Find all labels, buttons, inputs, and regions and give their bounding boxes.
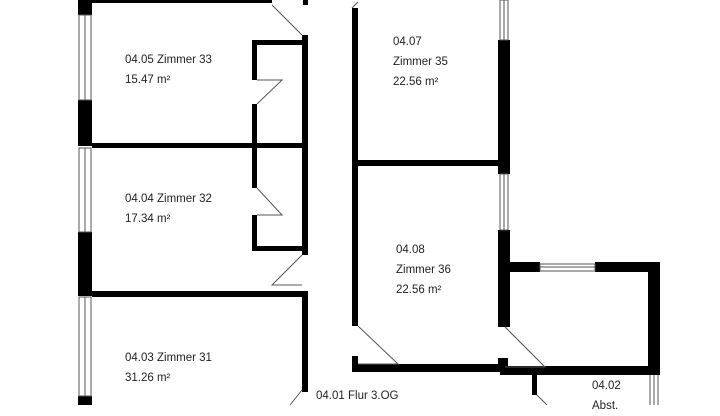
room-id: 04.01: [316, 390, 345, 402]
room-id: 04.03: [125, 352, 154, 364]
room-label-04-03: 04.03 Zimmer 31 31.26 m²: [125, 348, 212, 388]
room-area: 22.56 m²: [393, 76, 439, 88]
room-id: 04.07: [393, 36, 422, 48]
room-id: 04.05: [125, 54, 154, 66]
room-name: Zimmer 33: [156, 54, 212, 66]
room-label-04-08: 04.08 Zimmer 36 22.56 m²: [396, 240, 451, 300]
windows-and-doors: [78, 0, 659, 405]
room-name: Zimmer 35: [393, 56, 448, 68]
room-id: 04.04: [125, 193, 154, 205]
room-name: Zimmer 36: [396, 264, 451, 276]
room-area: 17.34 m²: [125, 213, 171, 225]
room-label-04-02: 04.02 Abst.: [592, 376, 621, 416]
room-label-04-04: 04.04 Zimmer 32 17.34 m²: [125, 189, 212, 229]
room-label-04-01: 04.01 Flur 3.OG: [316, 386, 398, 406]
room-label-04-05: 04.05 Zimmer 33 15.47 m²: [125, 50, 212, 90]
walls: [78, 0, 660, 405]
room-name: Abst.: [592, 400, 619, 412]
floor-plan-drawing: [78, 0, 660, 405]
room-name: Zimmer 32: [156, 193, 212, 205]
room-id: 04.02: [592, 380, 621, 392]
room-area: 15.47 m²: [125, 74, 171, 86]
room-area: 22.56 m²: [396, 284, 442, 296]
room-area: 31.26 m²: [125, 372, 171, 384]
room-id: 04.08: [396, 244, 425, 256]
room-label-04-07: 04.07 Zimmer 35 22.56 m²: [393, 32, 448, 92]
room-name: Zimmer 31: [156, 352, 212, 364]
room-name: Flur 3.OG: [347, 390, 399, 402]
